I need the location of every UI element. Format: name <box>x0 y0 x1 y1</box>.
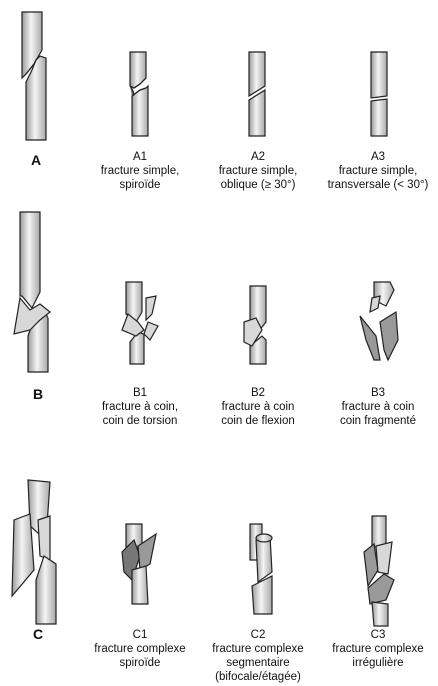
caption-b2: B2 fracture à coin coin de flexion <box>198 386 318 428</box>
caption-line: segmentaire <box>198 656 318 670</box>
caption-line: spiroïde <box>80 178 200 192</box>
caption-c2: C2 fracture complexe segmentaire (bifoca… <box>198 628 318 684</box>
caption-code: A3 <box>318 150 438 164</box>
caption-code: C3 <box>318 628 438 642</box>
caption-line: oblique (≥ 30°) <box>198 178 318 192</box>
bone-a3 <box>371 52 387 136</box>
caption-line: coin fragmenté <box>318 414 438 428</box>
caption-a2: A2 fracture simple, oblique (≥ 30°) <box>198 150 318 192</box>
caption-code: B2 <box>198 386 318 400</box>
bone-a1 <box>130 52 148 136</box>
caption-b1: B1 fracture à coin, coin de torsion <box>80 386 200 428</box>
caption-b3: B3 fracture à coin coin fragmenté <box>318 386 438 428</box>
caption-line: fracture complexe <box>318 642 438 656</box>
bone-b-overview <box>14 212 50 372</box>
caption-line: fracture complexe <box>198 642 318 656</box>
caption-code: C1 <box>80 628 200 642</box>
caption-code: B3 <box>318 386 438 400</box>
caption-a3: A3 fracture simple, transversale (< 30°) <box>318 150 438 192</box>
caption-c3: C3 fracture complexe irrégulière <box>318 628 438 670</box>
caption-line: fracture simple, <box>80 164 200 178</box>
bone-c3 <box>364 516 394 626</box>
caption-line: coin de torsion <box>80 414 200 428</box>
caption-line: fracture simple, <box>318 164 438 178</box>
caption-line: fracture simple, <box>198 164 318 178</box>
caption-line: fracture à coin, <box>80 400 200 414</box>
bone-b2 <box>244 286 266 364</box>
caption-line: coin de flexion <box>198 414 318 428</box>
caption-code: C2 <box>198 628 318 642</box>
caption-code: A1 <box>80 150 200 164</box>
caption-line: spiroïde <box>80 656 200 670</box>
caption-code: B1 <box>80 386 200 400</box>
group-letter-c: C <box>33 626 43 642</box>
caption-c1: C1 fracture complexe spiroïde <box>80 628 200 670</box>
caption-line: fracture à coin <box>198 400 318 414</box>
bone-a-overview <box>22 12 46 140</box>
bone-c2 <box>250 524 272 614</box>
group-letter-b: B <box>33 386 43 402</box>
bone-b1 <box>122 282 158 364</box>
bone-c1 <box>122 524 156 604</box>
bone-c-overview <box>12 480 56 624</box>
caption-line: transversale (< 30°) <box>318 178 438 192</box>
caption-line: (bifocale/étagée) <box>198 670 318 684</box>
bone-b3 <box>360 282 398 360</box>
bone-a2 <box>249 52 265 136</box>
caption-code: A2 <box>198 150 318 164</box>
caption-line: fracture complexe <box>80 642 200 656</box>
caption-line: irrégulière <box>318 656 438 670</box>
caption-a1: A1 fracture simple, spiroïde <box>80 150 200 192</box>
caption-line: fracture à coin <box>318 400 438 414</box>
group-letter-a: A <box>31 152 41 168</box>
